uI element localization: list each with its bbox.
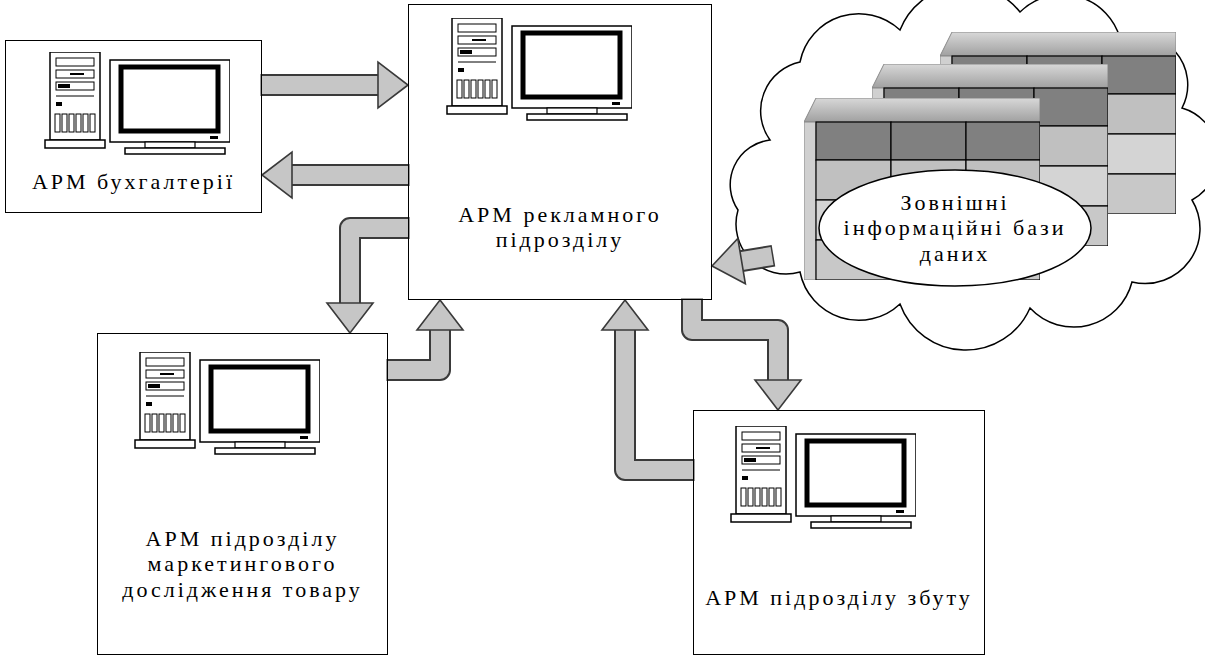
computer-icon (135, 352, 320, 454)
arrow-outline (387, 328, 441, 370)
arrow-outline (290, 164, 410, 186)
cloud-outline (730, 0, 1205, 350)
flow-arrow (712, 238, 773, 283)
arrow-outline (692, 299, 778, 383)
flow-arrow (692, 299, 801, 411)
arrow-body (350, 228, 408, 305)
flow-arrow (602, 300, 695, 470)
node-label: АРМ бухгалтерії (32, 169, 235, 194)
database-cloud: Зовнішні інформаційні бази даних (822, 176, 1088, 280)
flow-arrow (261, 62, 409, 108)
arrow-body (625, 328, 693, 470)
arrow-head (417, 300, 463, 330)
arrow-head (602, 300, 648, 330)
arrow-head (262, 152, 292, 198)
text-ellipse (819, 170, 1091, 286)
arrow-body (290, 166, 408, 184)
workstation-box: АРМ бухгалтерії (5, 40, 262, 213)
node-label: АРМ рекламного підрозділу (420, 202, 700, 253)
arrow-body (740, 256, 772, 261)
node-label: АРМ підрозділу маркетингового дослідженн… (118, 526, 368, 602)
computer-icon (731, 426, 916, 528)
workstation-box: АРМ рекламного підрозділу (408, 4, 712, 300)
flow-arrow (262, 152, 410, 198)
workstation-box: АРМ підрозділу маркетингового дослідженн… (97, 333, 388, 655)
arrow-outline (625, 328, 695, 470)
arrow-head (327, 303, 373, 333)
arrow-outline (740, 256, 774, 262)
arrow-body (692, 300, 778, 382)
node-label: Зовнішні інформаційні бази даних (840, 190, 1070, 266)
flow-arrow (387, 300, 464, 370)
arrow-head (712, 238, 745, 283)
computer-icon (447, 18, 632, 120)
arrow-outline (261, 74, 381, 96)
flow-arrow (327, 228, 410, 333)
arrow-body (388, 328, 440, 370)
arrow-head (755, 380, 801, 410)
node-label: АРМ підрозділу збуту (705, 585, 973, 610)
arrow-head (378, 62, 408, 108)
computer-icon (45, 52, 230, 154)
arrow-body (262, 76, 380, 94)
workstation-box: АРМ підрозділу збуту (693, 410, 985, 655)
arrow-outline (350, 228, 410, 305)
